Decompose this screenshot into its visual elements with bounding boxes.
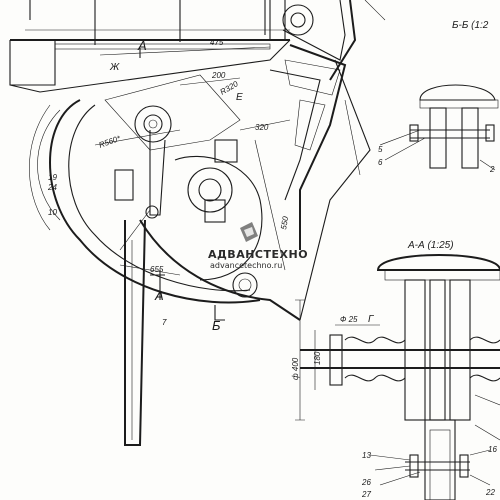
view-mark-zh: Ж — [109, 62, 120, 73]
swing-arm — [269, 44, 371, 321]
callout-27: 27 — [361, 490, 371, 499]
watermark-title: АДВАНСТЕХНО — [208, 248, 308, 261]
callout-5: 5 — [378, 145, 383, 154]
section-mark-a-bottom: А — [154, 288, 164, 303]
callout-10: 10 — [48, 208, 57, 217]
view-mark-e: Е — [236, 92, 243, 103]
section-aa — [295, 254, 500, 500]
section-labels: Б-Б (1:2 А-А (1:25) А А Б Ж Е Г — [109, 20, 489, 333]
callout-13: 13 — [362, 451, 371, 460]
dim-400: ф 400 — [291, 357, 300, 380]
watermark: АДВАНСТЕХНО advancetechno.ru — [208, 222, 308, 270]
dim-550: 550 — [279, 215, 290, 230]
left-post — [124, 219, 146, 446]
callout-19: 19 — [48, 173, 57, 182]
callout-16: 16 — [488, 445, 497, 454]
callout-26: 26 — [361, 478, 371, 487]
dim-r560: R560* — [98, 134, 123, 150]
dimension-labels: 475 200 320 550 R320 R560* 655 ф 400 180… — [98, 38, 358, 380]
upper-pivot — [282, 0, 386, 81]
watermark-logo-icon — [240, 222, 258, 242]
dimension-lines — [94, 46, 291, 321]
dim-475: 475 — [210, 38, 224, 47]
callout-7: 7 — [162, 318, 167, 327]
section-mark-b-bottom: Б — [212, 318, 221, 333]
callout-numbers: 5 6 2 19 24 10 7 13 26 27 16 22 — [47, 145, 497, 499]
callout-22: 22 — [485, 488, 495, 497]
callout-2: 2 — [489, 165, 495, 174]
dim-320: 320 — [255, 123, 269, 132]
dim-200: 200 — [211, 71, 226, 80]
dim-655: 655 — [150, 265, 164, 274]
section-aa-title: А-А (1:25) — [407, 240, 454, 251]
dim-25: Ф 25 — [340, 315, 358, 324]
dim-180: 180 — [313, 351, 322, 365]
top-frame — [9, 0, 291, 93]
section-bb-title: Б-Б (1:2 — [452, 20, 489, 31]
callout-6: 6 — [378, 158, 383, 167]
pin-joints — [104, 74, 263, 298]
watermark-url: advancetechno.ru — [210, 261, 282, 270]
section-bb — [379, 84, 499, 171]
view-mark-g: Г — [368, 314, 375, 325]
section-mark-a-top: А — [137, 38, 147, 53]
callout-24: 24 — [47, 183, 57, 192]
